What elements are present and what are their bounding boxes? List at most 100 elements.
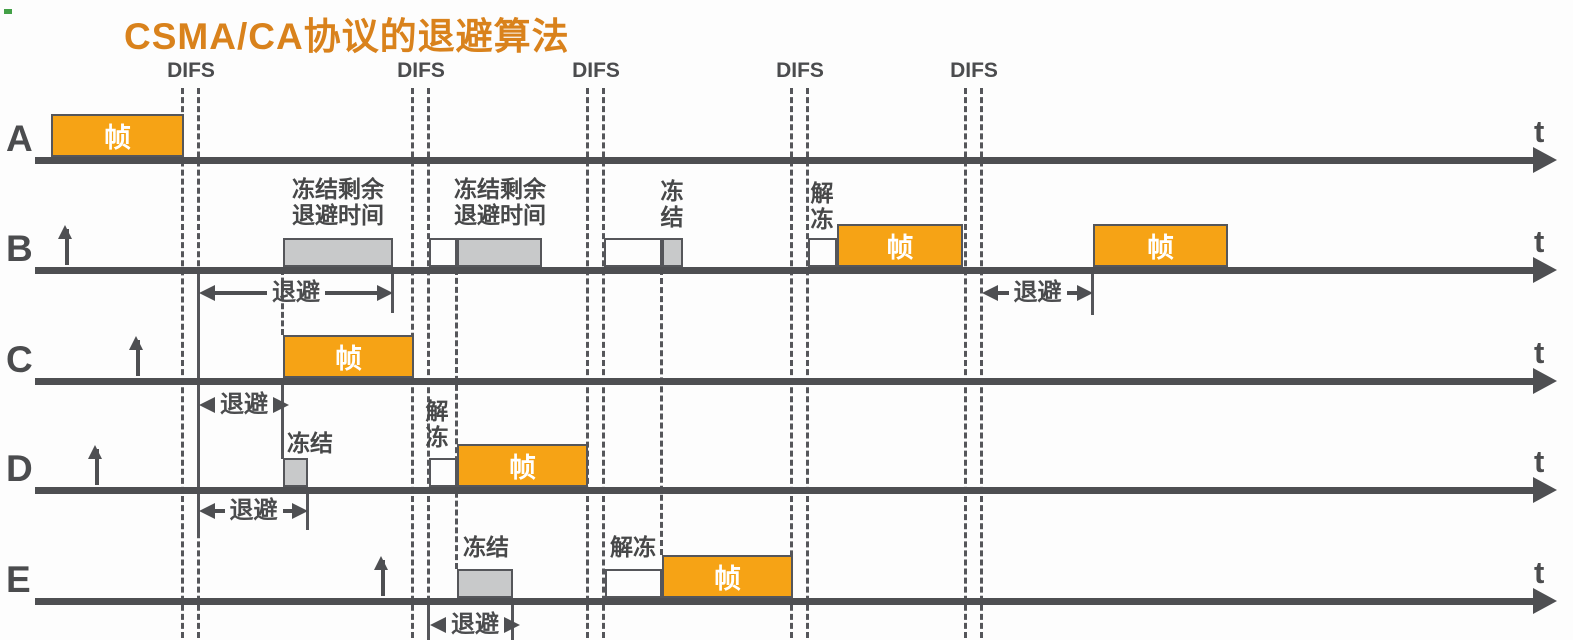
frame-arrival-arrowhead-icon [129,336,143,350]
frame-box: 帧 [283,335,414,378]
frame-box: 帧 [51,114,184,157]
timeline-A [35,157,1533,164]
arrow-left-icon [430,617,446,633]
difs-dashed-line [586,88,589,638]
page-title: CSMA/CA协议的退避算法 [124,16,570,57]
annotation-label: 冻结 [220,430,400,456]
time-axis-label: t [1534,114,1545,149]
backoff-countdown-box [429,458,457,487]
annotation-label: 冻结剩余退避时间 [410,176,590,228]
frozen-backoff-box [283,458,308,487]
backoff-countdown-box [808,238,837,267]
difs-dashed-line [806,88,809,638]
measure-line [998,291,1009,295]
correlation-dashed-line [281,269,284,335]
correlation-dashed-line [660,269,663,555]
arrow-right-icon [292,503,308,519]
frame-arrival-arrowhead-icon [58,225,72,239]
frame-box: 帧 [662,555,793,598]
difs-dashed-line [602,88,605,638]
frozen-backoff-box [662,238,683,267]
difs-dashed-line [181,88,184,638]
time-axis-label: t [1534,224,1545,259]
time-axis-label: t [1534,555,1545,590]
backoff-countdown-box [429,238,457,267]
annotation-label: 解冻 [732,180,912,232]
frame-box: 帧 [837,224,963,267]
difs-label: DIFS [776,59,824,82]
time-axis-label: t [1534,335,1545,370]
station-label-C: C [6,339,33,380]
timeline-arrowhead-icon [1533,147,1557,173]
frozen-backoff-box [457,238,542,267]
arrow-right-icon [1077,285,1093,301]
difs-dashed-line [964,88,967,638]
backoff-measure: 退避 [199,280,393,306]
backoff-countdown-box [604,238,662,267]
arrow-left-icon [199,503,215,519]
station-label-D: D [6,448,33,489]
timeline-B [35,267,1533,274]
frozen-backoff-box [283,238,393,267]
arrow-left-icon [199,397,215,413]
arrow-right-icon [273,397,289,413]
annotation-label: 解冻 [347,398,527,450]
frame-arrival-arrow [65,229,69,265]
difs-dashed-line [427,88,430,638]
frame-arrival-arrow [136,340,140,376]
annotation-line: 冻 [660,178,684,204]
arrow-right-icon [377,285,393,301]
annotation-line: 解 [810,180,834,206]
annotation-line: 退避时间 [292,202,384,228]
difs-label: DIFS [397,59,445,82]
correlation-dashed-line [455,269,458,569]
measure-line [215,509,225,513]
station-label-B: B [6,228,33,269]
backoff-measure-label: 退避 [451,611,499,638]
annotation-line: 冻结 [287,430,333,456]
difs-dashed-line [790,88,793,638]
frame-box: 帧 [457,444,588,487]
station-label-A: A [6,118,33,159]
timeline-C [35,378,1533,385]
difs-label: DIFS [167,59,215,82]
measure-tick-line [197,267,200,533]
measure-tick-line [427,598,430,640]
frame-arrival-arrowhead-icon [374,556,388,570]
frame-arrival-arrow [381,560,385,596]
backoff-measure-label: 退避 [1013,279,1062,306]
annotation-label: 冻结剩余退避时间 [248,176,428,228]
annotation-line: 冻 [425,424,449,450]
annotation-line: 冻结剩余 [454,176,546,202]
annotation-line: 解冻 [610,534,656,560]
arrow-right-icon [504,617,520,633]
backoff-countdown-box [605,569,662,598]
timeline-arrowhead-icon [1533,588,1557,614]
annotation-line: 冻 [810,206,834,232]
measure-line [215,291,267,295]
annotation-label: 冻结 [396,534,576,560]
measure-line [282,509,292,513]
annotation-label: 冻结 [582,178,762,230]
annotation-line: 结 [660,204,684,230]
difs-dashed-line [980,88,983,638]
frame-arrival-arrow [95,449,99,485]
timeline-arrowhead-icon [1533,477,1557,503]
backoff-measure: 退避 [199,392,289,418]
backoff-measure: 退避 [982,280,1093,306]
difs-label: DIFS [950,59,998,82]
measure-tick-line [281,383,284,459]
station-label-E: E [6,559,31,600]
annotation-line: 冻结剩余 [292,176,384,202]
backoff-measure: 退避 [199,498,308,524]
frame-box: 帧 [1093,224,1228,267]
decor-mark [4,9,12,14]
backoff-measure: 退避 [430,611,520,638]
measure-line [1066,291,1077,295]
timeline-arrowhead-icon [1533,257,1557,283]
arrow-left-icon [982,285,998,301]
timeline-E [35,598,1533,605]
annotation-line: 解 [425,398,449,424]
backoff-measure-label: 退避 [229,497,278,524]
